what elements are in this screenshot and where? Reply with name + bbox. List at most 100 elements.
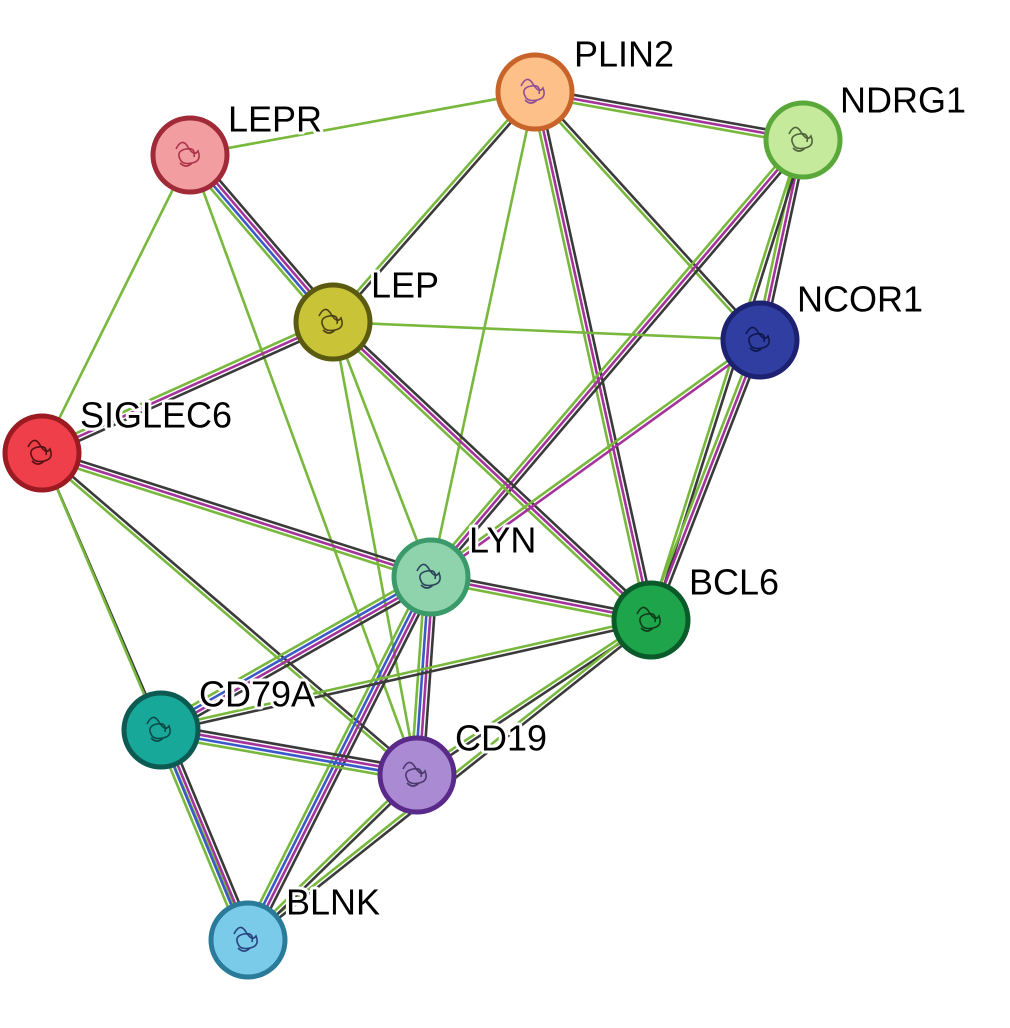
protein-structure-icon [416,563,441,589]
edge-line-black [535,89,763,340]
node-lyn[interactable]: LYN [391,517,539,617]
edge-line-green [188,90,537,157]
node-label: NDRG1 [840,80,966,121]
node-circle[interactable] [611,580,691,660]
edge-line-green [428,337,761,577]
protein-structure-icon [636,606,661,632]
edge-line-green [426,136,802,576]
edge-line-green [158,734,418,783]
edge-line-green [328,323,650,625]
edge-ndrg1-lyn [426,136,808,581]
node-circle[interactable] [150,115,230,195]
edge-line-green [39,455,432,583]
edge-line-purple [331,320,653,622]
protein-structure-icon [788,126,813,152]
edge-line-black [432,141,808,581]
edge-plin2-ncor1 [532,89,763,343]
node-siglec6[interactable]: SIGLEC6 [2,392,235,493]
edge-line-green [645,337,758,620]
edge-line-green [331,320,433,579]
edge-line-green [40,153,192,455]
node-lep[interactable]: LEP [293,262,442,362]
node-circle[interactable] [2,413,82,493]
edge-lepr-cd19 [188,153,419,777]
node-label: LEPR [228,99,322,140]
edge-plin2-lyn [429,90,537,579]
node-ncor1[interactable]: NCOR1 [720,276,926,380]
edge-siglec6-lyn [39,447,434,583]
edge-line-green [330,89,535,322]
edge-line-green [159,616,652,730]
protein-structure-icon [745,326,770,352]
node-label: BCL6 [689,562,779,603]
edge-plin2-bcl6 [529,89,657,623]
edge-line-green [39,317,333,451]
edge-lepr-siglec6 [40,153,192,455]
node-cd79a[interactable]: CD79A [121,671,318,770]
edge-line-black [334,317,656,619]
node-circle[interactable] [121,690,201,770]
node-circle[interactable] [293,282,373,362]
edge-line-black [162,580,436,737]
edge-line-purple [40,451,433,579]
edge-line-green [156,570,430,727]
node-label: PLIN2 [574,34,674,75]
edge-ncor1-bcl6 [645,337,766,623]
node-label: NCOR1 [797,279,923,320]
edge-line-blue [159,730,418,779]
edge-line-green [241,572,427,939]
edge-line-purple [429,138,805,579]
node-blnk[interactable]: BLNK [208,879,383,980]
edge-ncor1-lyn [428,337,763,580]
edge-plin2-lep [330,89,538,325]
edge-lyn-cd79a [156,570,436,737]
edge-line-green [647,138,803,621]
edge-line-black [42,324,336,458]
node-circle[interactable] [720,300,800,380]
edge-lep-ncor1 [331,320,762,342]
edge-line-purple [649,338,762,622]
edge-line-purple [40,320,335,455]
edge-line-green [532,94,804,146]
node-label: CD79A [199,674,315,715]
edge-line-purple [533,90,805,142]
edge-lep-siglec6 [39,317,336,458]
edges-layer [39,86,809,945]
edge-lep-cd19 [331,320,419,777]
edge-line-green [331,320,419,777]
edge-line-purple [160,726,419,775]
edge-bcl6-cd79a [159,616,653,734]
protein-structure-icon [233,926,258,952]
node-label: LYN [469,520,536,561]
node-circle[interactable] [377,735,457,815]
edge-line-green [532,92,760,343]
protein-structure-icon [520,78,545,104]
edge-line-black [41,447,434,575]
edge-line-purple [160,577,434,734]
node-label: BLNK [286,882,380,923]
node-circle[interactable] [208,900,288,980]
node-circle[interactable] [763,100,843,180]
node-bcl6[interactable]: BCL6 [611,559,782,660]
node-cd19[interactable]: CD19 [377,715,550,815]
protein-structure-icon [402,761,427,787]
protein-structure-icon [318,308,343,334]
node-lepr[interactable]: LEPR [150,96,325,195]
protein-structure-icon [175,141,200,167]
edge-cd79a-cd19 [158,722,420,783]
node-ndrg1[interactable]: NDRG1 [763,77,969,180]
node-circle[interactable] [391,537,471,617]
edge-plin2-ndrg1 [532,86,806,146]
edge-line-black [160,620,653,734]
node-label: LEP [371,265,439,306]
node-plin2[interactable]: PLIN2 [495,31,677,132]
edge-line-black [653,340,766,623]
edge-line-black [537,89,657,621]
edge-plin2-lepr [188,90,537,157]
node-circle[interactable] [495,52,575,132]
node-label: SIGLEC6 [80,395,232,436]
edge-line-green [414,617,652,775]
